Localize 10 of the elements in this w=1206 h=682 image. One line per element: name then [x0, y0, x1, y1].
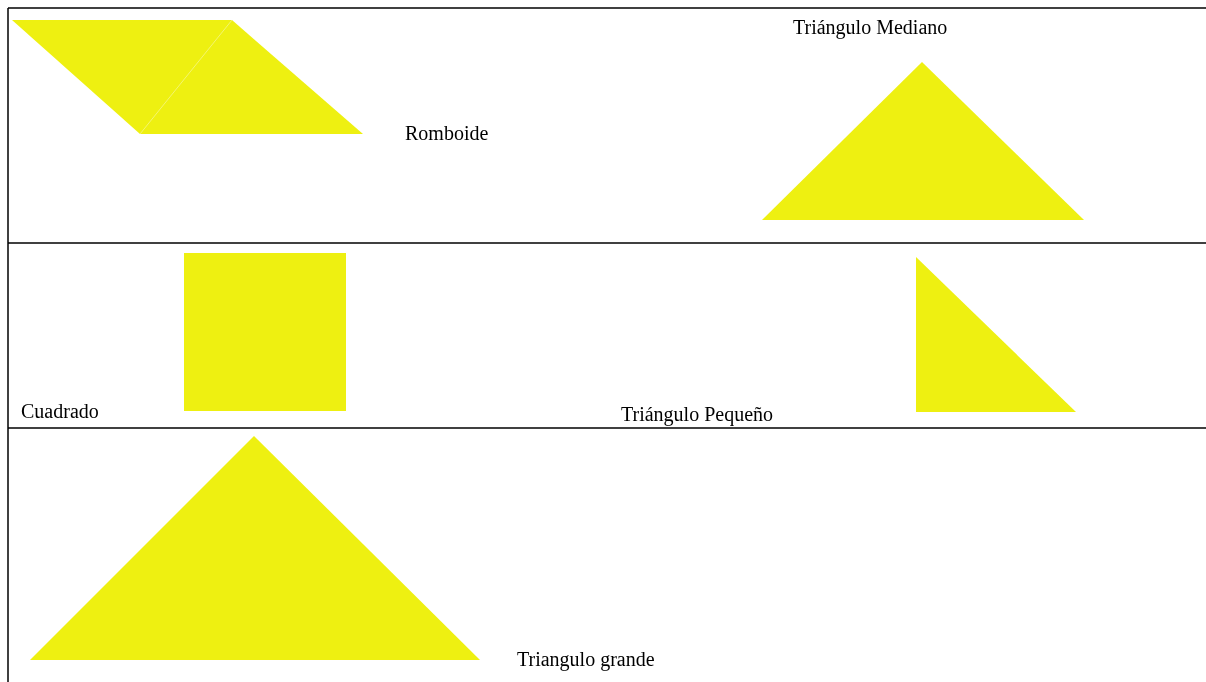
- square-shape: [184, 253, 346, 411]
- triangle-shape: [30, 436, 480, 660]
- triangle-shape: [762, 62, 1084, 220]
- triangle-shape: [916, 257, 1076, 412]
- rhomboid-shape: [12, 19, 363, 135]
- shape-label: Triángulo Mediano: [793, 15, 948, 39]
- shape-label: Romboide: [405, 121, 489, 145]
- shape-label: Triángulo Pequeño: [621, 402, 774, 426]
- shape-label: Triangulo grande: [517, 647, 655, 671]
- shape-label: Cuadrado: [21, 399, 99, 423]
